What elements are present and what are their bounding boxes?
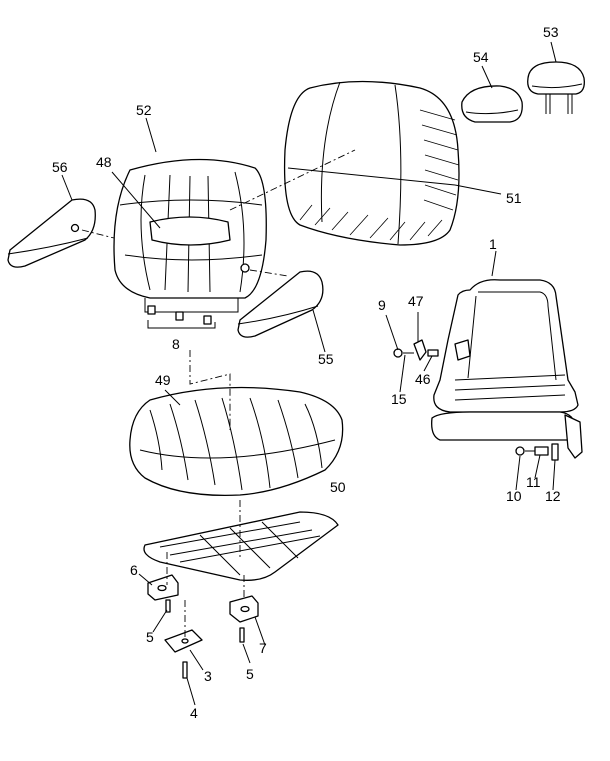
leader-lines bbox=[61, 41, 557, 706]
label-48: 48 bbox=[96, 154, 112, 170]
label-53: 53 bbox=[543, 24, 559, 40]
seat-cushion-50 bbox=[129, 386, 344, 497]
label-46: 46 bbox=[415, 371, 431, 387]
label-49: 49 bbox=[155, 372, 171, 388]
label-50: 50 bbox=[330, 479, 346, 495]
label-1: 1 bbox=[489, 236, 497, 252]
label-4: 4 bbox=[190, 705, 198, 721]
clips-8 bbox=[147, 305, 216, 329]
label-6: 6 bbox=[130, 562, 138, 578]
bolts bbox=[165, 599, 245, 679]
label-8: 8 bbox=[172, 336, 180, 352]
label-3: 3 bbox=[204, 668, 212, 684]
label-51: 51 bbox=[506, 190, 522, 206]
label-5b: 5 bbox=[246, 666, 254, 682]
lower-hardware bbox=[515, 443, 559, 461]
armrest-right-55 bbox=[237, 270, 324, 338]
label-52: 52 bbox=[136, 102, 152, 118]
bracket-6 bbox=[147, 574, 179, 601]
plate-3 bbox=[164, 629, 203, 653]
label-7: 7 bbox=[259, 640, 267, 656]
center-lines bbox=[81, 149, 356, 640]
label-55: 55 bbox=[318, 351, 334, 367]
callout-labels: 1 3 4 5 5 6 7 8 9 10 11 12 15 46 47 48 4… bbox=[52, 24, 561, 721]
headrest-pad-54 bbox=[461, 85, 523, 123]
label-15: 15 bbox=[391, 391, 407, 407]
label-9: 9 bbox=[378, 297, 386, 313]
label-56: 56 bbox=[52, 159, 68, 175]
label-10: 10 bbox=[506, 488, 522, 504]
backrest-cover-51 bbox=[283, 80, 460, 246]
label-54: 54 bbox=[473, 49, 489, 65]
backrest-cushion-52 bbox=[113, 158, 267, 313]
armrest-left-56 bbox=[7, 198, 96, 268]
label-47: 47 bbox=[408, 293, 424, 309]
bracket-7 bbox=[229, 595, 259, 623]
label-11: 11 bbox=[526, 474, 541, 490]
seat-frame-1 bbox=[431, 279, 583, 459]
seat-pan bbox=[143, 511, 339, 581]
label-12: 12 bbox=[545, 488, 561, 504]
headrest-53 bbox=[527, 61, 585, 114]
label-5a: 5 bbox=[146, 629, 154, 645]
